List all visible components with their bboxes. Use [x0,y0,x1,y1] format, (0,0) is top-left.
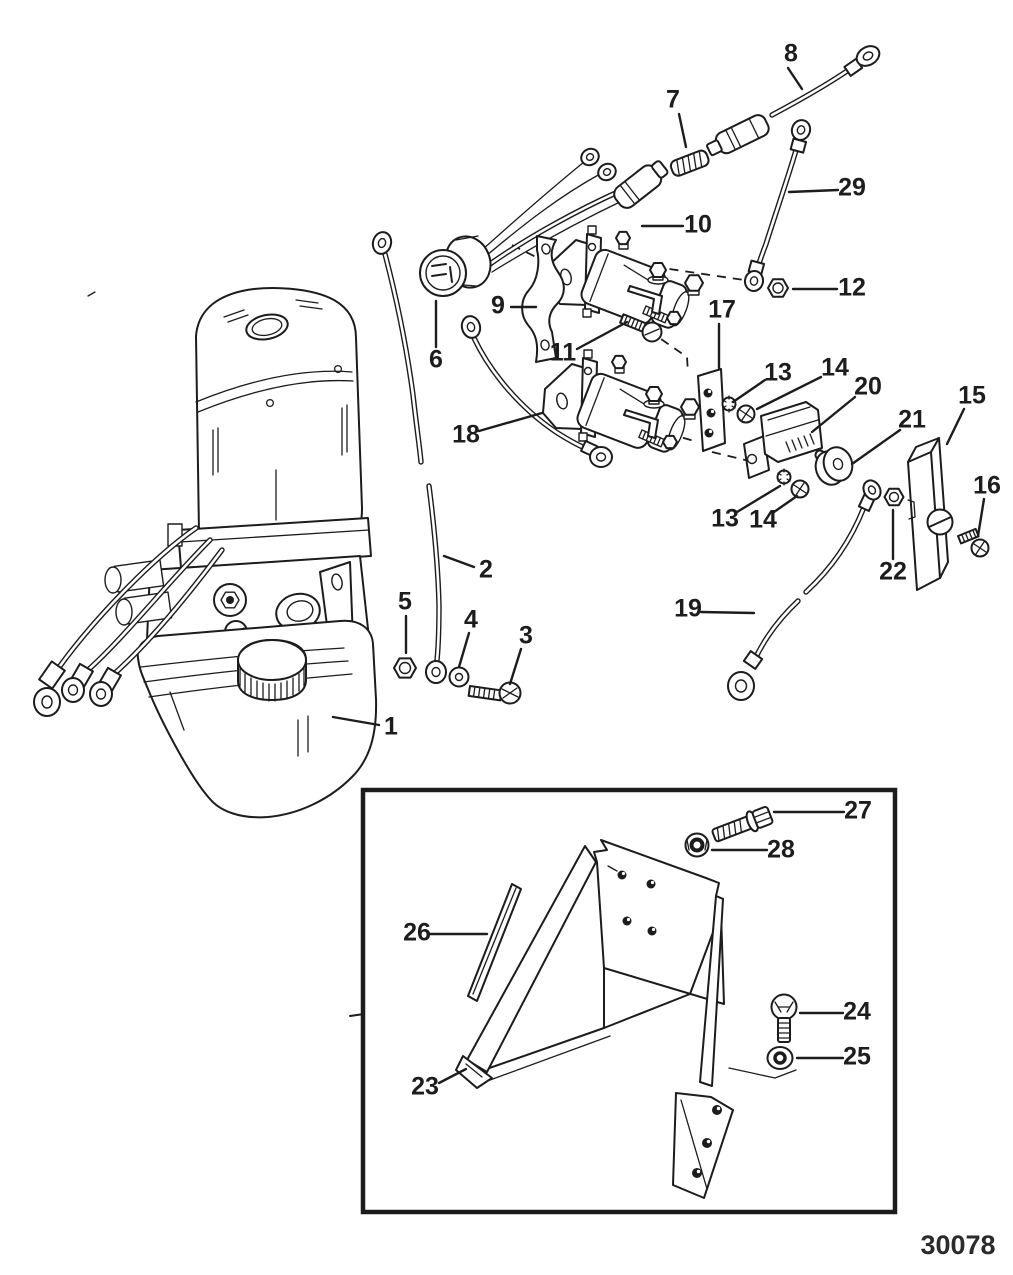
part-17-plate [697,368,726,452]
callout-leader-14 [772,494,799,514]
callout-1: 1 [384,713,398,741]
part-1-pump-assembly [33,287,378,819]
callout-leader-13 [731,378,767,404]
callout-6: 6 [429,346,443,374]
callout-22: 22 [879,558,907,586]
fluid-reservoir [136,619,378,819]
part-12-nut [767,278,789,298]
part-23-mounting-bracket [455,839,797,1199]
motor-top-opening [245,313,289,341]
callout-16: 16 [973,472,1001,500]
callout-leader-21 [850,428,902,466]
callout-13: 13 [764,359,792,387]
part-15-mount-bar [907,437,954,591]
part-5-nut [393,657,417,679]
part-26-strip [467,883,522,1002]
part-29-jumper-wire [743,119,812,292]
callout-leader-18 [477,411,544,433]
part-3-bolt [467,681,522,705]
callout-27: 27 [844,797,872,825]
callout-leader-15 [945,407,966,446]
callout-18: 18 [452,421,480,449]
part-14-screw-upper [736,404,756,424]
callout-25: 25 [843,1043,871,1071]
part-14-screw-lower [790,479,810,499]
part-28-nut [684,832,710,858]
motor-clamp-band [177,517,372,569]
callout-26: 26 [403,919,431,947]
callout-leader-29 [787,188,840,194]
bullet-connector-male [706,114,770,157]
callout-leader-14 [755,375,823,411]
part-4-washer [448,666,470,688]
callout-7: 7 [666,86,680,114]
callout-15: 15 [958,382,986,410]
callout-5: 5 [398,588,412,616]
callout-leader-13 [735,484,782,514]
callout-3: 3 [519,622,533,650]
part-27-bolt [711,805,774,843]
part-13-lockwasher-lower [776,468,792,486]
box-edge-tick [349,1013,365,1017]
callout-19: 19 [674,595,702,623]
part-2-wire [371,231,447,684]
part-18-wire [460,315,613,468]
callout-17: 17 [708,296,736,324]
callout-leader-3 [508,647,523,686]
wire-crimp [38,660,66,690]
callout-29: 29 [838,174,866,202]
callout-leader-16 [976,497,986,538]
figure-number: 30078 [920,1230,995,1260]
callout-14: 14 [749,506,777,534]
part-6-harness-connector [419,147,669,297]
callout-8: 8 [784,40,798,68]
callout-leader-23 [437,1067,468,1085]
part-11-screw [619,313,663,343]
callout-4: 4 [464,606,478,634]
part-25-washer [766,1046,794,1070]
pump-lead-wires [33,525,225,717]
callout-14: 14 [821,354,849,382]
callout-leader-11 [575,320,629,351]
callout-leader-7 [677,112,688,149]
part-22-nut [883,487,905,507]
callout-leader-20 [810,395,857,434]
callout-11: 11 [550,339,577,367]
bracket-detail-box [349,787,898,1215]
callout-20: 20 [854,373,882,401]
callout-10: 10 [684,211,712,239]
callout-21: 21 [898,406,926,434]
part-13-lockwasher-upper [721,395,737,413]
part-8-cable [706,45,881,157]
callout-12: 12 [838,274,866,302]
part-21-disc [814,446,854,486]
callout-leader-8 [786,66,804,91]
part-24-bolt [770,993,798,1043]
filler-cap [237,639,307,702]
part-9-bracket [521,235,565,363]
callout-2: 2 [479,556,493,584]
callout-24: 24 [843,998,871,1026]
scan-mark [87,291,96,297]
callout-leader-1 [331,715,381,727]
callout-23: 23 [411,1073,439,1101]
part-19-wire [727,479,882,701]
part-20-terminal-block [743,401,826,479]
part-7-fuse-link [669,149,710,177]
callout-leader-4 [457,631,471,669]
bullet-connector-female [613,160,669,209]
callout-9: 9 [491,292,505,320]
callout-leader-19 [699,610,756,615]
callout-13: 13 [711,505,739,533]
solenoid-lower [542,349,700,463]
callout-leader-2 [442,554,476,569]
part-16-screw [957,527,990,558]
callout-28: 28 [767,836,795,864]
